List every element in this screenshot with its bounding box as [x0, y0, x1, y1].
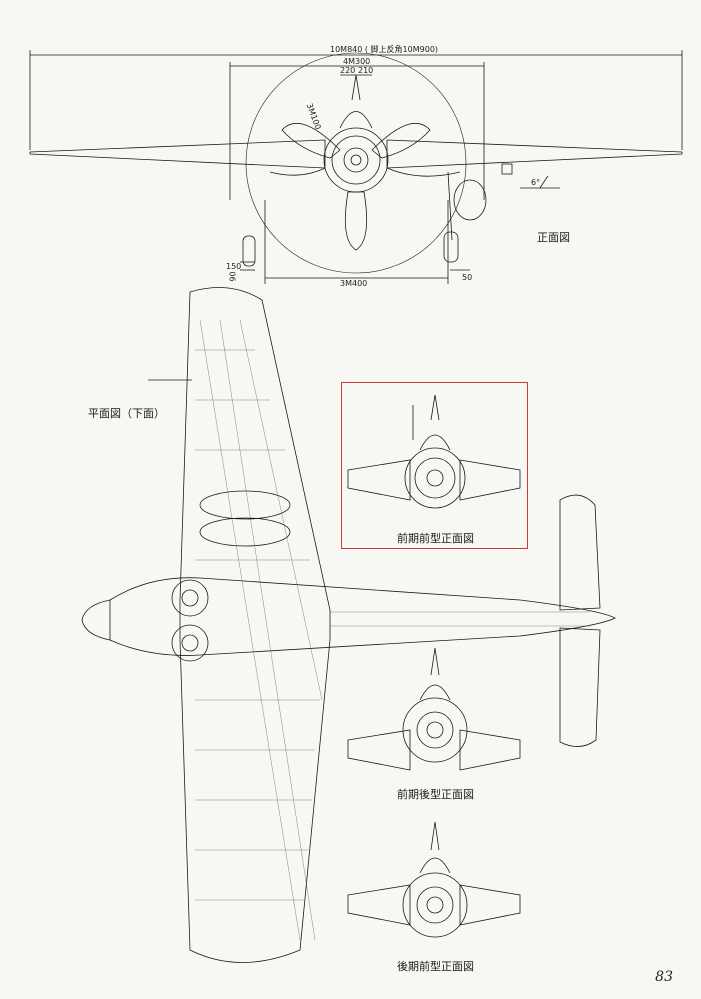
track-dimension: 3M400	[340, 279, 368, 288]
late-front-type-label: 後期前型正面図	[397, 960, 474, 973]
early-rear-type-label: 前期後型正面図	[397, 788, 474, 801]
span-dimension: 10M840 ( 脚上反角10M900)	[330, 45, 439, 54]
early-rear-type-drawing	[347, 647, 521, 771]
plan-view-drawing	[81, 287, 616, 963]
d150-dimension: 150	[226, 262, 242, 271]
early-front-type-label: 前期前型正面図	[397, 532, 474, 545]
early-front-type-drawing	[347, 394, 521, 509]
tailplane-dimension: 4M300	[343, 57, 371, 66]
highlight-box	[341, 382, 528, 549]
plan-view-label: 平面図（下面）	[88, 407, 165, 420]
front-view-drawing	[29, 50, 683, 284]
d50-dimension: 50	[462, 273, 473, 282]
d210-dimension: 210	[358, 66, 374, 75]
d220-dimension: 220	[340, 66, 356, 75]
page-number: 83	[655, 969, 673, 985]
d90-dimension: 90	[228, 271, 238, 282]
front-view-label: 正面図	[537, 231, 570, 244]
dihedral-dimension: 6°	[531, 178, 541, 187]
late-front-type-drawing	[347, 821, 521, 938]
